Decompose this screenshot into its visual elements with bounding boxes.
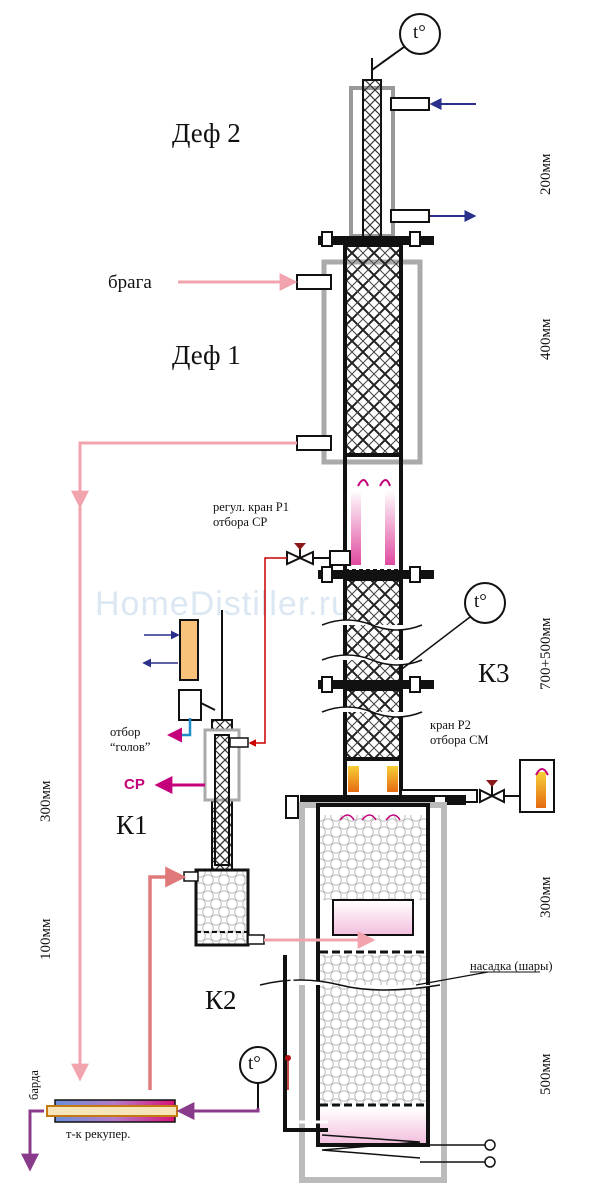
k2-column [259,802,496,1183]
k3-label: К3 [478,658,510,688]
dephlegmator-2 [349,58,477,239]
flange-top [318,236,434,245]
braga-label: брага [108,272,152,293]
cm-valve-label-1: кран Р2 [430,718,471,732]
k3-packing [318,577,434,795]
dim-200: 200мм [538,153,554,195]
heads-label-2: “голов” [110,740,151,754]
dim-700-500: 700+500мм [538,617,554,690]
k2-drain [239,955,328,1132]
barda-label: барда [27,1070,41,1100]
temp-label-top: t° [413,22,426,43]
recuperator-label: т-к рекупер. [66,1127,131,1141]
dim-300-left: 300мм [38,780,54,822]
dephlegmator-1 [178,243,423,465]
reg-valve-label-1: регул. кран Р1 [213,500,290,514]
valve-p1 [248,543,330,747]
k1-label: К1 [116,810,148,840]
sr-draw-section [329,455,403,571]
dim-100-left: 100мм [38,918,54,960]
thermometer-top [371,13,441,71]
temp-label-k3: t° [474,591,487,612]
packing-label: насадка (шары) [470,959,553,973]
dim-400: 400мм [538,318,554,360]
recuperator [21,1099,260,1172]
heads-label-1: отбор [110,725,141,739]
reg-valve-label-2: отбора СР [213,515,268,529]
temp-label-k2: t° [248,1053,261,1074]
def2-label: Деф 2 [172,118,241,148]
thermometer-k3 [397,582,506,673]
k2-label: К2 [205,985,237,1015]
dim-500: 500мм [538,1053,554,1095]
dim-300-right: 300мм [538,876,554,918]
sr-label: СР [124,776,145,793]
def1-label: Деф 1 [172,340,241,370]
k1-column [142,610,376,1090]
cm-valve-label-2: отбора СМ [430,733,489,747]
